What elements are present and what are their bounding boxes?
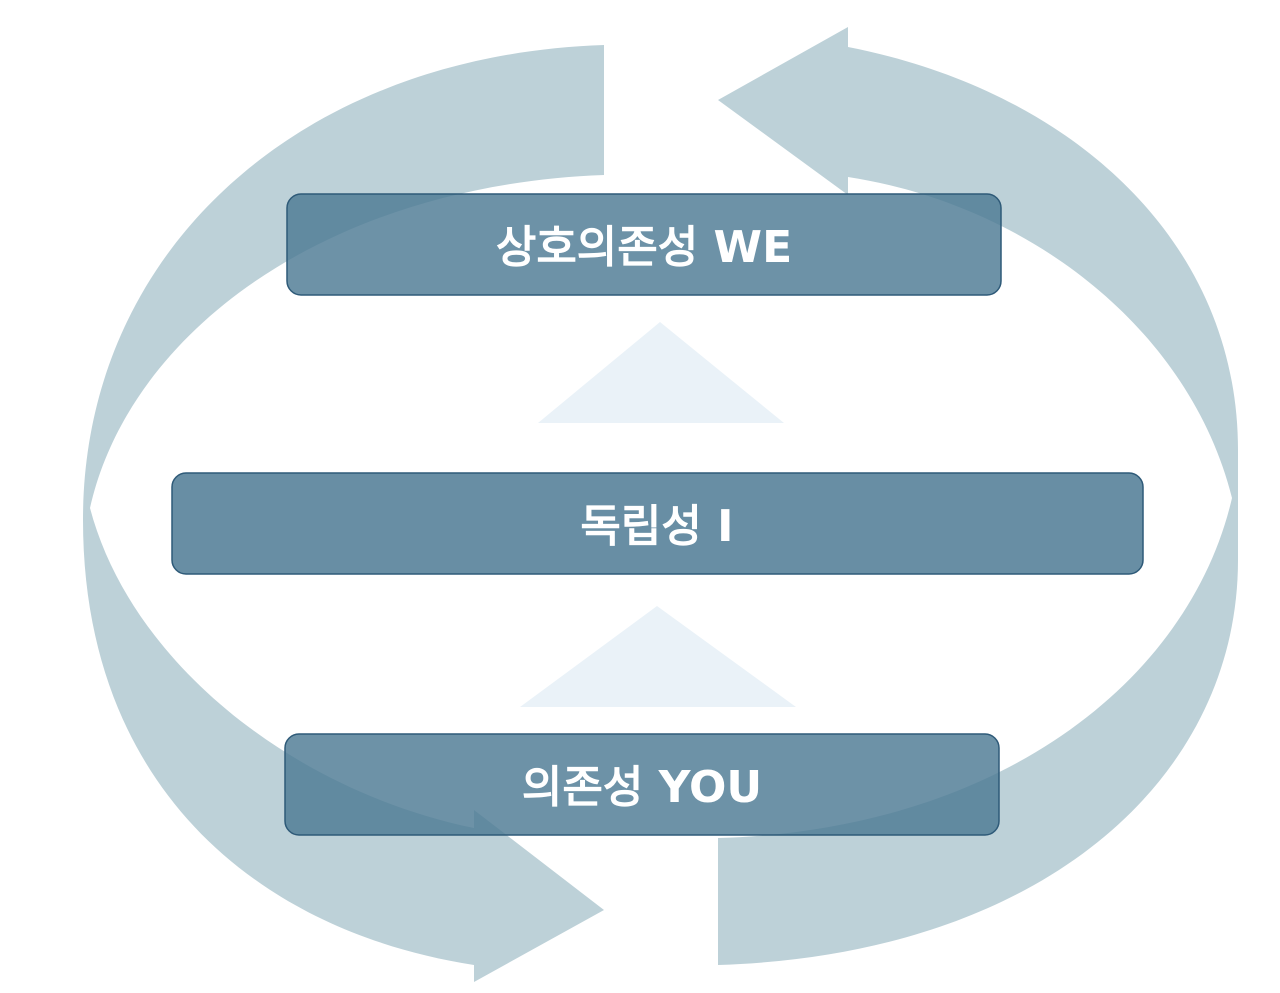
cycle-arrow-right xyxy=(718,27,1238,965)
up-arrow-lower xyxy=(520,606,796,707)
up-arrow-upper xyxy=(538,322,784,423)
level-box-interdependence xyxy=(286,193,1002,296)
level-box-dependence xyxy=(284,733,1000,836)
cycle-arrow-left xyxy=(83,45,604,982)
level-box-independence xyxy=(171,472,1144,575)
level-label-independence: 독립성 I xyxy=(580,501,733,552)
level-label-dependence: 의존성 YOU xyxy=(522,762,762,813)
level-label-interdependence: 상호의존성 WE xyxy=(496,222,792,273)
